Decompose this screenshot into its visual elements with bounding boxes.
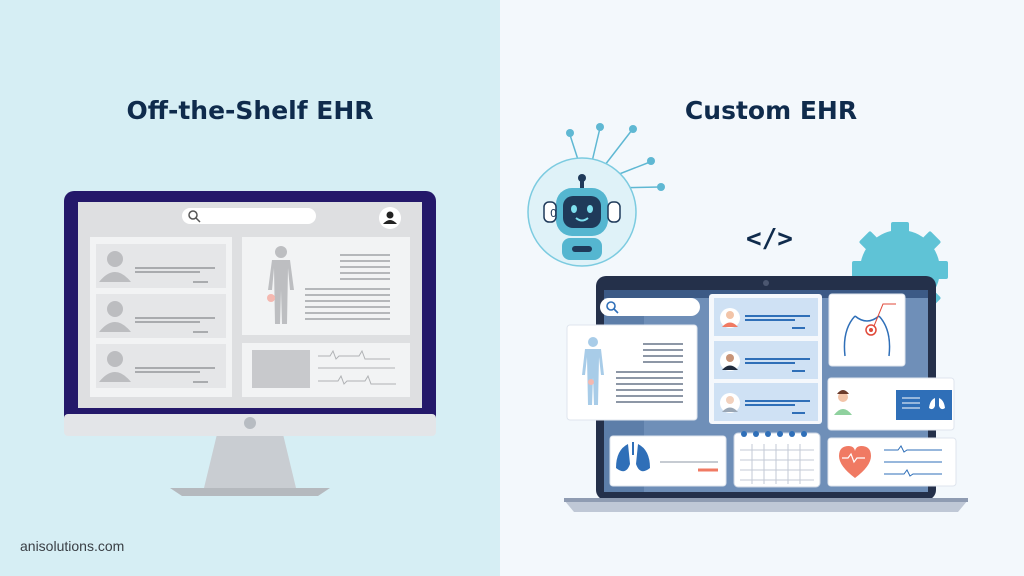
search-icon [188,210,198,220]
custom-ehr-title: Custom EHR [684,96,858,125]
code-icon: </> [746,224,793,254]
heart-card [827,437,957,487]
footer-brand: anisolutions.com [20,538,125,554]
robot-icon [527,123,665,267]
anatomy-card [566,324,698,421]
calendar-icon [733,431,821,488]
desktop-monitor [64,191,436,496]
xray-card [827,377,955,431]
off-the-shelf-title: Off-the-Shelf EHR [126,96,374,125]
chest-card [828,293,906,367]
heart-icon [839,446,871,478]
lungs-card [609,435,727,487]
lungs-icon [929,398,945,410]
patient-list [709,294,822,424]
search-bar [600,298,700,316]
robot-counter: 0 [550,207,557,220]
